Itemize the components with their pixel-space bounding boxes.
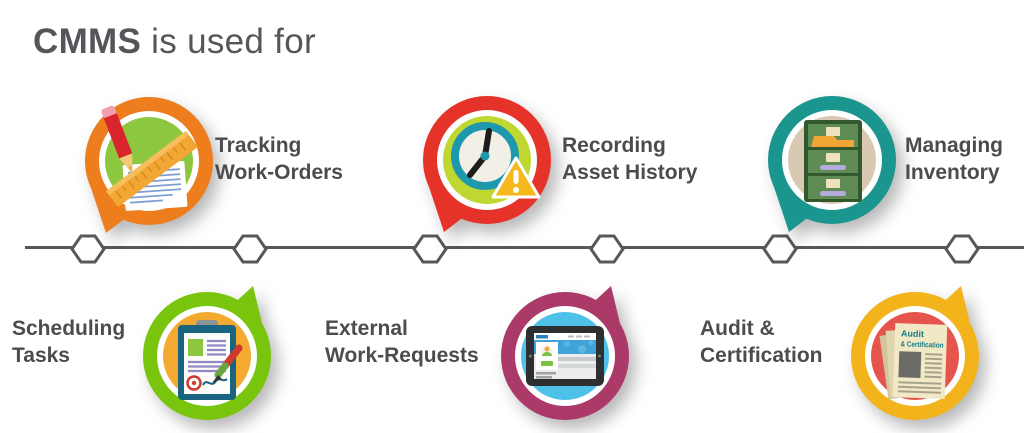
filing-cabinet-icon [804,120,862,202]
label-line: Scheduling [12,317,126,340]
label-line: Work-Requests [325,344,479,367]
label-line: Recording [562,134,666,157]
badge-managing-inventory [768,96,896,232]
badge-scheduling-tasks [143,286,271,420]
label-line: Audit & [700,317,775,340]
badge-external-work-requests [501,286,629,420]
document-title-line1: Audit [901,328,924,339]
stacked-documents-icon: Audit & Certification [879,323,948,400]
warning-triangle-icon [491,156,541,199]
timeline-hexagon-node [232,234,268,264]
document-title-line2: & Certification [900,339,944,350]
label-managing-inventory: Managing Inventory [905,132,1003,186]
label-line: Inventory [905,161,1000,184]
label-recording-asset-history: Recording Asset History [562,132,697,186]
label-external-work-requests: External Work-Requests [325,315,479,369]
clock-alert-icon [451,122,541,199]
label-scheduling-tasks: Scheduling Tasks [12,315,125,369]
label-line: Tracking [215,134,302,157]
label-audit-certification: Audit & Certification [700,315,823,369]
title-rest: is used for [141,22,316,61]
badge-recording-asset-history [423,96,551,232]
label-tracking-work-orders: Tracking Work-Orders [215,132,343,186]
label-line: Asset History [562,161,698,184]
timeline-hexagon-node [589,234,625,264]
tablet-webpage-icon [526,326,604,386]
timeline-hexagon-node [762,234,798,264]
label-line: Tasks [12,344,70,367]
clipboard-pen-icon [178,320,243,400]
page-title: CMMS is used for [33,22,316,62]
label-line: Work-Orders [215,161,343,184]
timeline-hexagon-node [70,234,106,264]
timeline-line [25,246,1024,249]
label-line: Certification [700,344,823,367]
label-line: Managing [905,134,1003,157]
badge-audit-certification: Audit & Certification [851,286,979,420]
timeline-hexagon-node [412,234,448,264]
pencil-ruler-document-icon [101,105,198,211]
timeline-hexagon-node [944,234,980,264]
label-line: External [325,317,408,340]
title-bold: CMMS [33,22,142,61]
badge-tracking-work-orders [85,97,213,233]
